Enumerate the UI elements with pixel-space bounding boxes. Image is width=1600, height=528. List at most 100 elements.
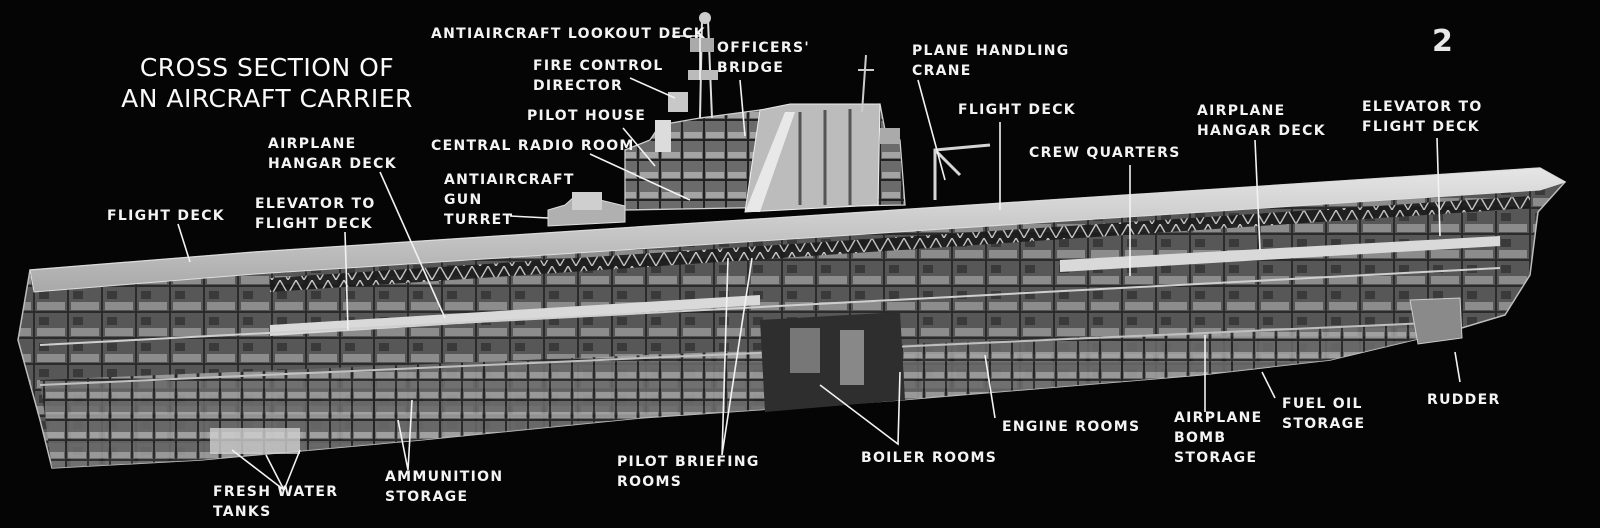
leader-flight-deck-left [177, 223, 191, 263]
leader-hangar-right [1254, 139, 1261, 251]
label-rudder: RUDDER [1427, 390, 1501, 410]
label-flight-deck-left: FLIGHT DECK [107, 206, 225, 226]
label-line: FLIGHT DECK [255, 216, 373, 232]
boiler-1 [790, 328, 820, 373]
label-airplane-hangar-deck-right: AIRPLANE HANGAR DECK [1197, 101, 1326, 141]
leader-aa-turret [509, 215, 549, 219]
label-line: GUN [444, 192, 483, 208]
label-line: AIRPLANE [1174, 410, 1263, 426]
leader-ammunition [397, 399, 413, 471]
label-line: FIRE CONTROL [533, 58, 664, 74]
label-airplane-bomb-storage: AIRPLANE BOMB STORAGE [1174, 408, 1263, 468]
fresh-water-tanks-shape [210, 428, 300, 454]
label-line: CREW QUARTERS [1029, 145, 1181, 161]
label-antiaircraft-lookout-deck: ANTIAIRCRAFT LOOKOUT DECK [431, 24, 706, 44]
label-fresh-water-tanks: FRESH WATER TANKS [213, 482, 338, 522]
label-line: PILOT HOUSE [527, 108, 647, 124]
label-fuel-oil-storage: FUEL OIL STORAGE [1282, 394, 1365, 434]
label-flight-deck-center: FLIGHT DECK [958, 100, 1076, 120]
label-line: PLANE HANDLING [912, 43, 1070, 59]
label-line: PILOT BRIEFING [617, 454, 760, 470]
label-line: TURRET [444, 212, 514, 228]
label-line: AIRPLANE [268, 136, 357, 152]
funnel-stripe [745, 112, 795, 212]
leader-fresh-water [231, 449, 301, 491]
leader-radio-room [589, 153, 691, 201]
title-line-2: AN AIRCRAFT CARRIER [121, 84, 413, 113]
leader-lookout [672, 35, 701, 80]
label-line: HANGAR DECK [1197, 123, 1326, 139]
label-line: BOILER ROOMS [861, 450, 998, 466]
label-line: DIRECTOR [533, 78, 624, 94]
label-line: FLIGHT DECK [1362, 119, 1480, 135]
hangar-floor-right [1060, 236, 1500, 272]
label-antiaircraft-gun-turret: ANTIAIRCRAFT GUN TURRET [444, 170, 575, 230]
label-boiler-rooms: BOILER ROOMS [861, 448, 997, 468]
label-pilot-briefing-rooms: PILOT BRIEFING ROOMS [617, 452, 760, 492]
label-line: STORAGE [1282, 416, 1366, 432]
label-airplane-hangar-deck-left: AIRPLANE HANGAR DECK [268, 134, 397, 174]
label-line: HANGAR DECK [268, 156, 397, 172]
leader-briefing-rooms [721, 257, 753, 456]
label-line: CRANE [912, 63, 972, 79]
lower-compartments [40, 322, 1455, 468]
label-line: RUDDER [1427, 392, 1501, 408]
label-line: ANTIAIRCRAFT [444, 172, 575, 188]
leader-crane [917, 79, 946, 181]
leader-fire-control [629, 77, 676, 99]
label-line: BRIDGE [717, 60, 785, 76]
leader-officers-bridge [739, 79, 746, 137]
leader-boiler-rooms [819, 371, 901, 446]
leader-fuel-oil [1261, 371, 1276, 399]
label-central-radio-room: CENTRAL RADIO ROOM [431, 136, 635, 156]
diagram-title: CROSS SECTION OF AN AIRCRAFT CARRIER [112, 52, 422, 114]
mast-platform [690, 38, 714, 52]
leader-elevator-right [1436, 137, 1441, 237]
label-plane-handling-crane: PLANE HANDLING CRANE [912, 41, 1070, 81]
leader-pilot-house [622, 127, 656, 167]
aa-turret-2 [572, 192, 602, 210]
label-line: FUEL OIL [1282, 396, 1363, 412]
leader-elevator-left [344, 231, 349, 331]
label-line: ANTIAIRCRAFT LOOKOUT DECK [431, 26, 706, 42]
label-line: FRESH WATER [213, 484, 339, 500]
title-line-1: CROSS SECTION OF [139, 53, 395, 82]
leader-hangar-left [379, 171, 446, 319]
label-crew-quarters: CREW QUARTERS [1029, 143, 1181, 163]
hangar-truss [270, 196, 1530, 292]
leader-engine-rooms [984, 354, 996, 419]
radar-dish [699, 12, 711, 24]
page-number: 2 [1432, 24, 1453, 59]
flight-deck [29, 167, 1567, 293]
label-engine-rooms: ENGINE ROOMS [1002, 417, 1140, 437]
label-line: ROOMS [617, 474, 683, 490]
label-line: AMMUNITION [385, 469, 504, 485]
label-line: ELEVATOR TO [255, 196, 376, 212]
label-elevator-right: ELEVATOR TO FLIGHT DECK [1362, 97, 1483, 137]
label-line: STORAGE [1174, 450, 1258, 466]
label-officers-bridge: OFFICERS' BRIDGE [717, 38, 810, 78]
label-line: BOMB [1174, 430, 1227, 446]
deck-line-low [39, 321, 1451, 386]
label-elevator-left: ELEVATOR TO FLIGHT DECK [255, 194, 376, 234]
deck-line-mid [39, 267, 1501, 346]
label-ammunition-storage: AMMUNITION STORAGE [385, 467, 503, 507]
label-pilot-house: PILOT HOUSE [527, 106, 646, 126]
aa-turret-1 [547, 195, 626, 227]
label-line: FLIGHT DECK [107, 208, 225, 224]
leader-rudder [1454, 351, 1461, 383]
label-line: ELEVATOR TO [1362, 99, 1483, 115]
label-line: CENTRAL RADIO ROOM [431, 138, 635, 154]
pilot-house-shape [655, 120, 671, 152]
label-line: FLIGHT DECK [958, 102, 1076, 118]
boiler-2 [840, 330, 864, 385]
label-line: TANKS [213, 504, 272, 520]
plane-crane [933, 143, 991, 200]
rudder-shape [1409, 297, 1463, 345]
label-line: STORAGE [385, 489, 469, 505]
label-line: OFFICERS' [717, 40, 810, 56]
label-line: ENGINE ROOMS [1002, 419, 1141, 435]
